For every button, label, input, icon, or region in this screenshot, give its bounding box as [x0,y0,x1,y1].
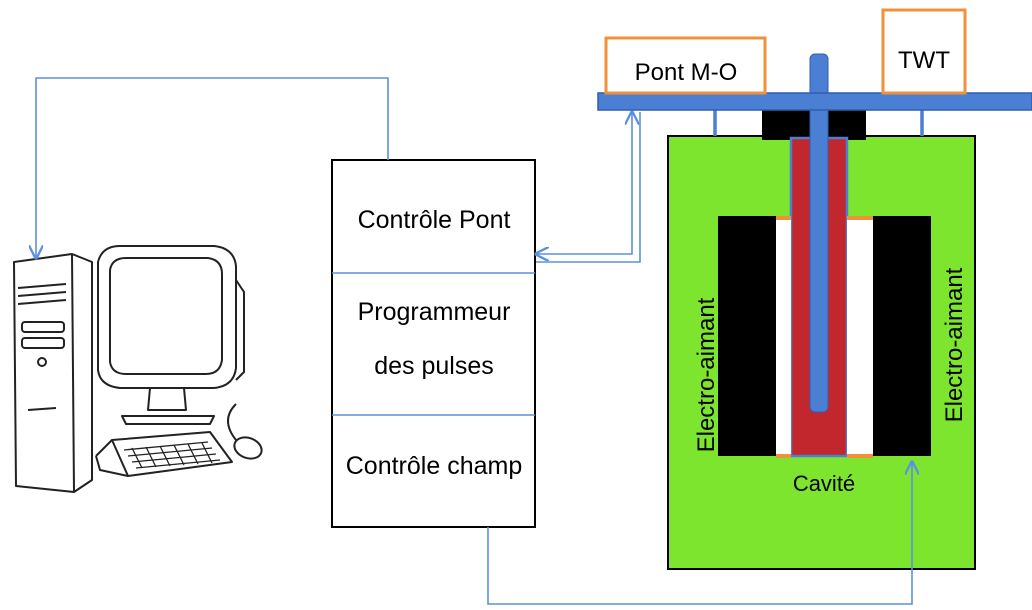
control-bridge-label: Contrôle Pont [358,206,511,234]
waveguide [597,92,1032,111]
bridge-box: Pont M-O [604,36,767,95]
magnet-pole-right [873,216,931,456]
twt-box: TWT [881,8,967,95]
cavity-label: Cavité [793,471,855,496]
control-box: Contrôle Pont Programmeur des pulses Con… [331,159,536,528]
magnet-right-label: Electro-aimant [941,267,968,422]
bridge-label: Pont M-O [635,59,738,86]
bridge-link-arrow-2 [536,112,641,263]
pulse-programmer-label-line2: des pulses [374,352,494,380]
sample-probe [809,53,829,413]
twt-label: TWT [898,47,950,74]
magnet-left-label: Electro-aimant [693,297,720,452]
computer-link-arrow [36,77,389,258]
field-control-label: Contrôle champ [346,452,522,480]
pole-gap-left [776,220,791,454]
pole-gap-strips [776,216,873,458]
computer-icon [13,245,263,493]
waveguide-connectors [713,110,924,136]
pole-gap-right [847,220,873,454]
field-link-arrow [487,462,912,605]
signal-connectors [36,77,912,605]
magnet-pole-left [718,216,776,456]
bridge-link-arrow-1 [536,112,632,254]
pulse-programmer-label-line1: Programmeur [358,298,511,326]
